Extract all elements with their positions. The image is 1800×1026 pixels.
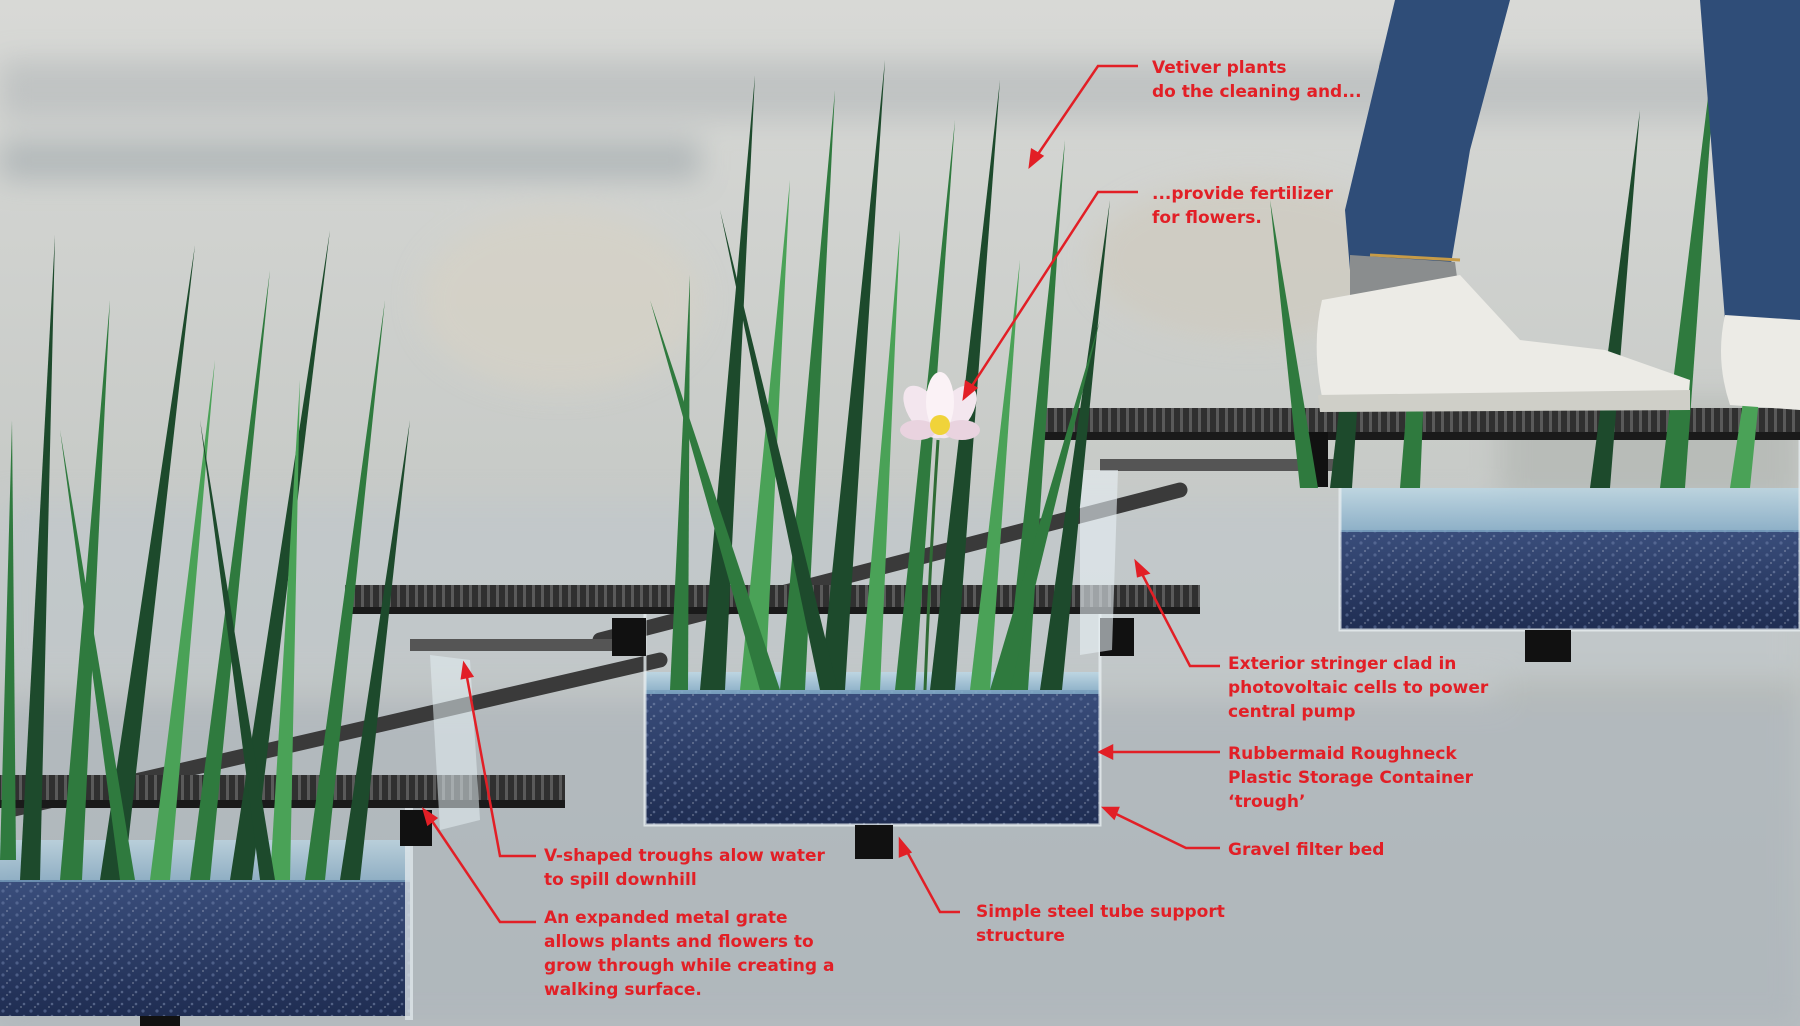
annotation-gravel: Gravel filter bed <box>1228 840 1385 860</box>
leader-troughs <box>460 660 536 858</box>
leader-fertilizer <box>962 190 1138 401</box>
annotation-grate: An expanded metal grate allows plants an… <box>544 908 835 1000</box>
leader-stringer <box>1134 558 1220 668</box>
leader-container <box>1097 743 1220 761</box>
leader-vetiver <box>1028 64 1138 169</box>
leader-support <box>898 836 960 914</box>
annotation-troughs: V-shaped troughs alow water to spill dow… <box>544 846 825 890</box>
annotation-fertilizer: ...provide fertilizer for flowers. <box>1152 184 1333 228</box>
leader-lines <box>421 64 1220 924</box>
walking-person <box>1316 0 1800 412</box>
flower <box>900 372 980 691</box>
annotation-container: Rubbermaid Roughneck Plastic Storage Con… <box>1228 744 1474 812</box>
leader-grate <box>421 807 536 924</box>
annotation-vetiver: Vetiver plants do the cleaning and... <box>1152 58 1362 102</box>
annotation-stringer: Exterior stringer clad in photovoltaic c… <box>1228 654 1489 722</box>
annotation-support: Simple steel tube support structure <box>976 902 1225 946</box>
leader-gravel <box>1100 806 1220 850</box>
vetiver-grass-left <box>0 230 410 880</box>
